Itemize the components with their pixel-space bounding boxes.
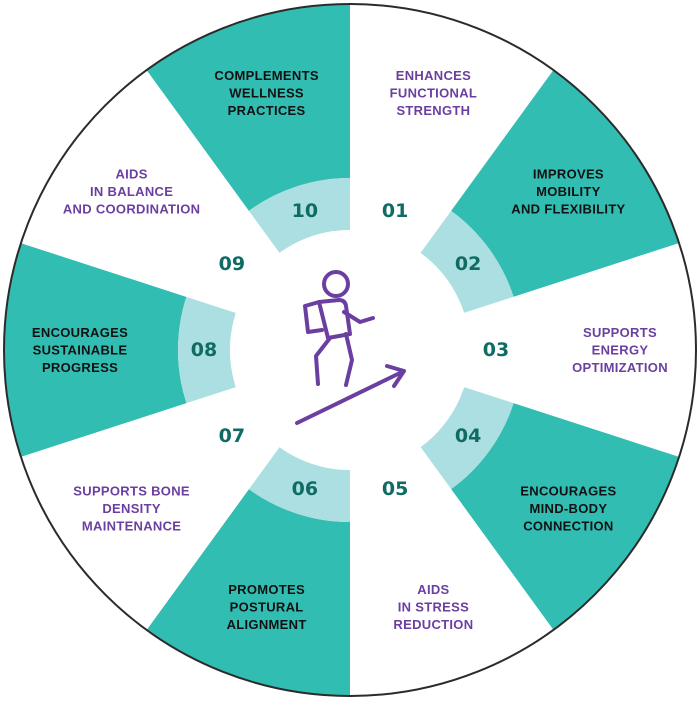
segment-wedge [20, 70, 249, 297]
segment-label-line: ENHANCES [396, 68, 471, 83]
segment-label-line: MAINTENANCE [82, 519, 181, 534]
segment-label-line: ENCOURAGES [32, 325, 128, 340]
segment-label-line: MOBILITY [536, 184, 601, 199]
segment-label-line: PROGRESS [42, 360, 118, 375]
segment-number: 10 [292, 200, 318, 222]
segment-number-band [350, 447, 452, 522]
segment-label-line: SUPPORTS BONE [73, 484, 190, 499]
segment-label-line: SUSTAINABLE [33, 343, 128, 358]
segment-number-band [248, 178, 350, 253]
segment-number: 06 [292, 478, 318, 500]
segment-label-line: DENSITY [102, 501, 160, 516]
segment-label-line: IN BALANCE [90, 184, 173, 199]
segment-number: 04 [455, 425, 481, 447]
segment-label-line: AIDS [417, 582, 449, 597]
segment-label-line: IN STRESS [398, 599, 469, 614]
segment-wedge [20, 403, 249, 630]
segment-label-line: PRACTICES [228, 103, 306, 118]
segment-label-line: AND COORDINATION [63, 201, 200, 216]
segment-number-band [420, 210, 514, 313]
segment-label-line: IMPROVES [533, 166, 604, 181]
segment-wedge [350, 489, 554, 696]
segment-08: 08 ENCOURAGES SUSTAINABLE PROGRESS [3, 243, 236, 457]
segment-number: 08 [191, 339, 217, 361]
segment-number-band [178, 296, 236, 404]
segment-label-line: SUPPORTS [583, 325, 657, 340]
segment-wedge [451, 70, 680, 297]
segment-label-line: OPTIMIZATION [572, 360, 668, 375]
segment-label-line: FUNCTIONAL [390, 86, 478, 101]
segment-wedge [146, 489, 350, 696]
segment-number: 01 [382, 200, 408, 222]
segment-label-line: REDUCTION [393, 617, 473, 632]
segment-label-line: MIND-BODY [529, 501, 607, 516]
segment-label-line: ENERGY [592, 343, 649, 358]
segment-wedge [513, 243, 696, 457]
segment-03: 03 SUPPORTS ENERGY OPTIMIZATION [464, 243, 696, 457]
segment-number-band [420, 387, 514, 490]
segment-label-line: COMPLEMENTS [214, 68, 318, 83]
segment-number: 09 [219, 253, 245, 275]
segment-label-line: WELLNESS [229, 86, 304, 101]
segment-09: 09 AIDS IN BALANCE AND COORDINATION [20, 70, 280, 313]
segment-number: 07 [219, 425, 245, 447]
segment-02: 02 IMPROVES MOBILITY AND FLEXIBILITY [420, 70, 680, 313]
segment-label-line: AIDS [115, 166, 147, 181]
segment-label-line: POSTURAL [230, 599, 304, 614]
segment-number-band [350, 178, 452, 253]
segment-number: 05 [382, 478, 408, 500]
segment-wedge [146, 4, 350, 211]
segment-01: 01 ENHANCES FUNCTIONAL STRENGTH [350, 4, 554, 253]
segment-number: 02 [455, 253, 481, 275]
segment-label-line: ENCOURAGES [520, 484, 616, 499]
segment-label-line: ALIGNMENT [227, 617, 307, 632]
segment-number-band [464, 296, 522, 404]
segment-label-line: AND FLEXIBILITY [511, 201, 625, 216]
segment-number-band [186, 210, 280, 313]
segment-label-line: PROMOTES [228, 582, 305, 597]
segment-wedge [451, 403, 680, 630]
segment-wedge [3, 243, 187, 457]
outer-ring [3, 3, 697, 697]
segment-10: 10 COMPLEMENTS WELLNESS PRACTICES [146, 4, 350, 253]
segment-label-line: CONNECTION [523, 519, 613, 534]
segment-number: 03 [483, 339, 509, 361]
segment-number-band [248, 447, 350, 522]
segment-number-band [186, 387, 280, 490]
person-climbing-stairs-icon [295, 270, 406, 425]
segment-label-line: STRENGTH [396, 103, 470, 118]
segment-wedge [350, 4, 554, 211]
